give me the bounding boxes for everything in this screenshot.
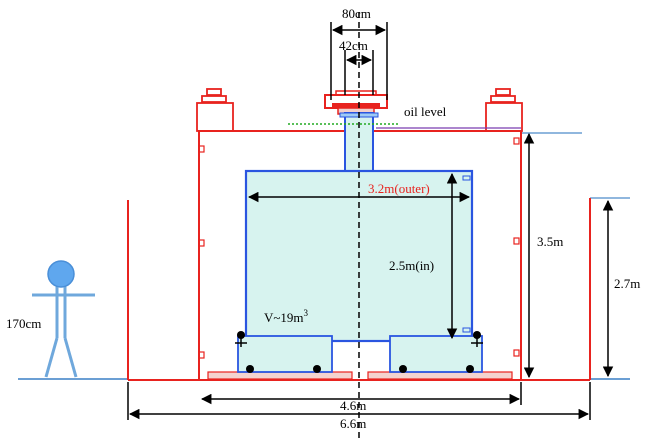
dim-42cm bbox=[344, 50, 374, 95]
pmt-dot-icon bbox=[313, 365, 321, 373]
inner-vessel bbox=[237, 112, 483, 373]
label-volume: V~19m3 bbox=[264, 308, 309, 325]
label-volume-exp: 3 bbox=[304, 308, 309, 318]
pmt-dot-icon bbox=[246, 365, 254, 373]
stick-figure-icon bbox=[32, 260, 95, 378]
tank-port-right bbox=[485, 88, 523, 132]
label-vessel-outer: 3.2m(outer) bbox=[368, 181, 430, 196]
label-person-height: 170cm bbox=[6, 316, 41, 331]
pmt-dot-icon bbox=[399, 365, 407, 373]
pmt-icons bbox=[235, 331, 483, 373]
pmt-dot-icon bbox=[471, 331, 483, 347]
label-neck-width: 42cm bbox=[339, 38, 368, 53]
outer-walls bbox=[127, 198, 591, 380]
central-flange bbox=[324, 90, 388, 115]
label-top-width: 80cm bbox=[342, 6, 371, 21]
oil-level bbox=[288, 123, 521, 129]
dim-80cm bbox=[330, 22, 388, 100]
label-total-width: 6.6m bbox=[340, 416, 366, 431]
label-tank-width: 4.6m bbox=[340, 398, 366, 413]
label-vessel-inner-height: 2.5m(in) bbox=[389, 258, 434, 273]
label-tank-height: 3.5m bbox=[537, 234, 563, 249]
pmt-dot-icon bbox=[235, 331, 247, 347]
dim-4-6m bbox=[200, 382, 522, 405]
tank-port-left bbox=[196, 88, 234, 132]
label-volume-base: V~19m bbox=[264, 310, 304, 325]
label-oil-level: oil level bbox=[404, 104, 447, 119]
dim-6-6m bbox=[127, 382, 591, 420]
label-wall-height: 2.7m bbox=[614, 276, 640, 291]
pmt-dot-icon bbox=[466, 365, 474, 373]
